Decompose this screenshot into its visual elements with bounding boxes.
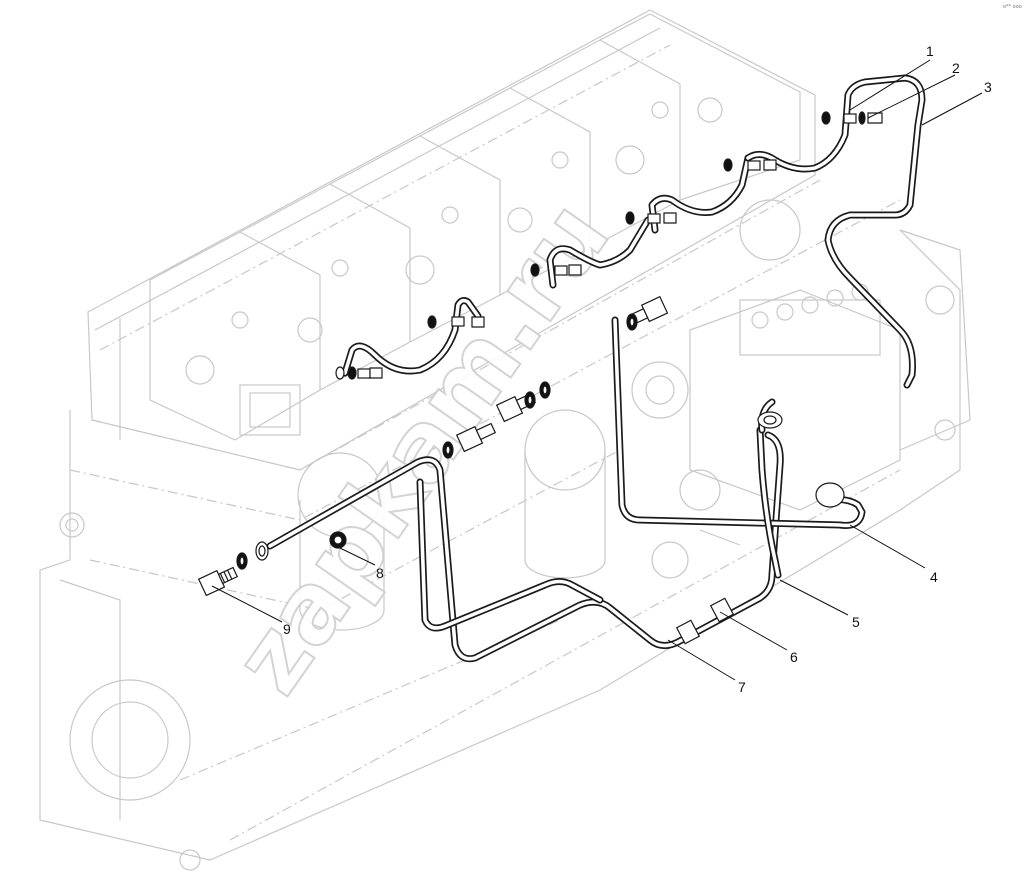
fuel-line-main	[266, 431, 784, 663]
injector-line-1	[341, 297, 482, 377]
callout-5: 5	[852, 614, 860, 630]
callout-3: 3	[984, 79, 992, 95]
banjo-bolt-upper-right	[626, 295, 669, 331]
injector-line-4	[744, 74, 926, 389]
callout-9: 9	[283, 621, 291, 637]
washer-8	[329, 531, 347, 549]
callouts: 1 2 3 4 5 6 7 8 9	[283, 43, 992, 695]
callout-6: 6	[790, 649, 798, 665]
watermark-text: zapkam.ru	[212, 182, 631, 713]
callout-7: 7	[738, 679, 746, 695]
corner-mark: o** ooo	[1003, 4, 1022, 10]
fuel-line-return	[416, 478, 604, 632]
pipe-clamps	[675, 411, 845, 645]
callout-4: 4	[930, 569, 938, 585]
leader-lines	[211, 59, 983, 681]
banjo-bolt-upper-mid	[495, 381, 551, 423]
callout-1: 1	[926, 43, 934, 59]
callout-2: 2	[952, 60, 960, 76]
banjo-bolt-upper-left	[442, 422, 497, 459]
injector-line-3	[648, 154, 752, 234]
injector-line-2	[546, 216, 652, 289]
fuel-line-4	[611, 316, 866, 529]
callout-8: 8	[376, 565, 384, 581]
injector-fittings	[335, 111, 883, 380]
engine-outline	[39, 9, 971, 871]
